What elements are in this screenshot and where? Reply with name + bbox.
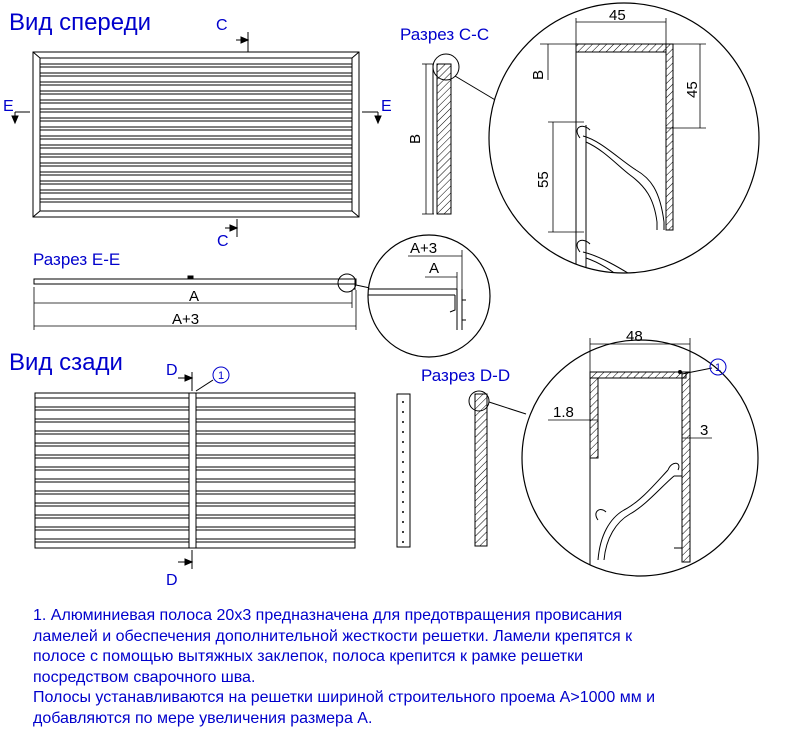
detail-circle-dd xyxy=(521,339,759,577)
dim-45-top xyxy=(575,18,667,44)
detail-circle-cc xyxy=(488,2,760,274)
footnote-line-2: ламелей и обеспечения дополнительной жес… xyxy=(33,627,633,645)
label-55: 55 xyxy=(535,171,552,188)
dim-55 xyxy=(548,121,584,233)
footnote-line-3: полосе с помощью вытяжных заклепок, поло… xyxy=(33,648,584,665)
callout-rear-circle xyxy=(212,366,230,384)
dim-a-detail xyxy=(425,272,458,290)
leader-dd xyxy=(488,401,527,415)
detail-circle-ee xyxy=(367,234,491,358)
label-3: 3 xyxy=(700,422,708,439)
section-ee-title: Разрез Е-Е xyxy=(33,250,120,269)
dim-a3-detail xyxy=(408,250,463,290)
leader-callout-dd xyxy=(681,367,713,375)
label-a3-ee: A+3 xyxy=(172,311,199,328)
label-d-top: D xyxy=(166,362,178,379)
section-marker-e-left xyxy=(11,111,30,125)
section-dd-title: Разрез D-D xyxy=(421,366,510,385)
label-a-ee: A xyxy=(189,288,199,305)
label-b-detail: B xyxy=(530,70,547,80)
detail-circle-cc-small xyxy=(432,53,460,81)
label-a-detail: A xyxy=(429,260,439,277)
rear-side-profile xyxy=(396,393,411,548)
footnote-line-1: 1. Алюминиевая полоса 20х3 предназначена… xyxy=(33,607,623,624)
dim-48 xyxy=(589,338,691,372)
dim-45-right xyxy=(666,43,706,129)
label-48: 48 xyxy=(626,328,643,345)
weld-dot xyxy=(678,370,682,374)
label-c-bottom: C xyxy=(217,233,229,250)
label-b-side: B xyxy=(407,134,424,144)
section-marker-d-top xyxy=(178,372,214,392)
detail-cc-content xyxy=(575,43,674,273)
label-45-top: 45 xyxy=(609,7,626,24)
label-e-left: E xyxy=(3,98,14,115)
dim-b-detail xyxy=(540,43,576,80)
label-d-bottom: D xyxy=(166,572,178,589)
detail-ee-content xyxy=(368,288,466,330)
dim-b-side xyxy=(422,63,434,215)
rear-grille xyxy=(34,392,356,549)
label-c-top: C xyxy=(216,17,228,34)
label-45-right: 45 xyxy=(684,81,701,98)
label-1-8: 1.8 xyxy=(553,404,574,421)
section-dd-profile xyxy=(474,393,488,547)
dim-a3-ee xyxy=(34,290,357,330)
footnote-line-6: добавляются по мере увеличения размера А… xyxy=(33,709,373,727)
footnote-line-5: Полосы устанавливаются на решетки ширино… xyxy=(33,689,656,706)
detail-circle-dd-small xyxy=(468,390,490,412)
detail-dd-content xyxy=(589,371,691,576)
callout-dd-circle xyxy=(709,358,727,376)
dim-a-ee xyxy=(33,287,353,330)
section-marker-c-bottom xyxy=(225,219,239,237)
footnote: 1. Алюминиевая полоса 20х3 предназначена… xyxy=(33,606,793,729)
label-e-right: E xyxy=(381,98,392,115)
footnote-line-4: посредством сварочного шва. xyxy=(33,668,256,686)
section-cc-profile xyxy=(432,63,452,215)
section-marker-c-top xyxy=(236,32,250,52)
rear-view-title: Вид сзади xyxy=(9,349,123,376)
callout-dd: 1 xyxy=(715,362,721,374)
section-marker-d-bottom xyxy=(178,550,194,569)
drawing-canvas: Вид спереди C xyxy=(3,2,760,589)
callout-rear: 1 xyxy=(218,370,224,382)
front-grille xyxy=(32,51,360,218)
detail-circle-ee-small xyxy=(337,273,357,293)
section-cc-title: Разрез С-С xyxy=(400,25,489,44)
section-marker-e-right xyxy=(362,111,382,125)
leader-ee xyxy=(355,284,371,289)
label-a3-detail: A+3 xyxy=(410,240,437,257)
front-view-title: Вид спереди xyxy=(9,9,151,36)
dim-3 xyxy=(682,432,712,444)
dim-1-8 xyxy=(548,414,598,426)
